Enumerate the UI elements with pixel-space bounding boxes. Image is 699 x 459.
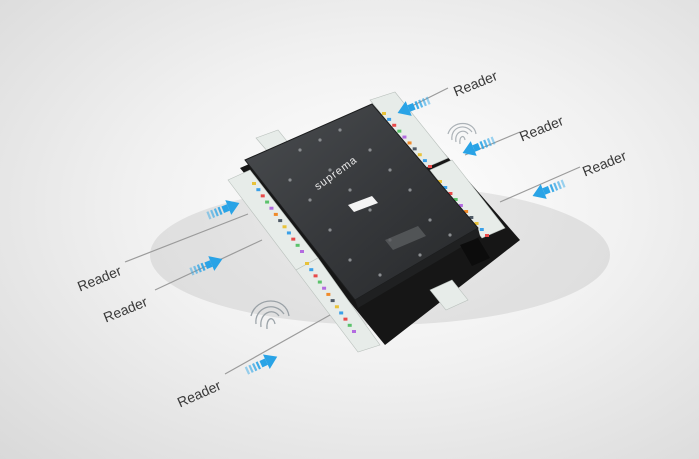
lid-edge: [355, 228, 480, 308]
info-print: [385, 226, 426, 250]
fingerprint-icon: [447, 122, 477, 145]
fingerprint-icon: [250, 300, 290, 330]
reader-arrow: [459, 132, 498, 161]
reader-arrow: [529, 175, 568, 204]
serial-label: [348, 196, 378, 212]
terminal-blocks: [227, 91, 506, 353]
right-connector: [460, 238, 490, 266]
wire-color-labels: [252, 112, 489, 333]
